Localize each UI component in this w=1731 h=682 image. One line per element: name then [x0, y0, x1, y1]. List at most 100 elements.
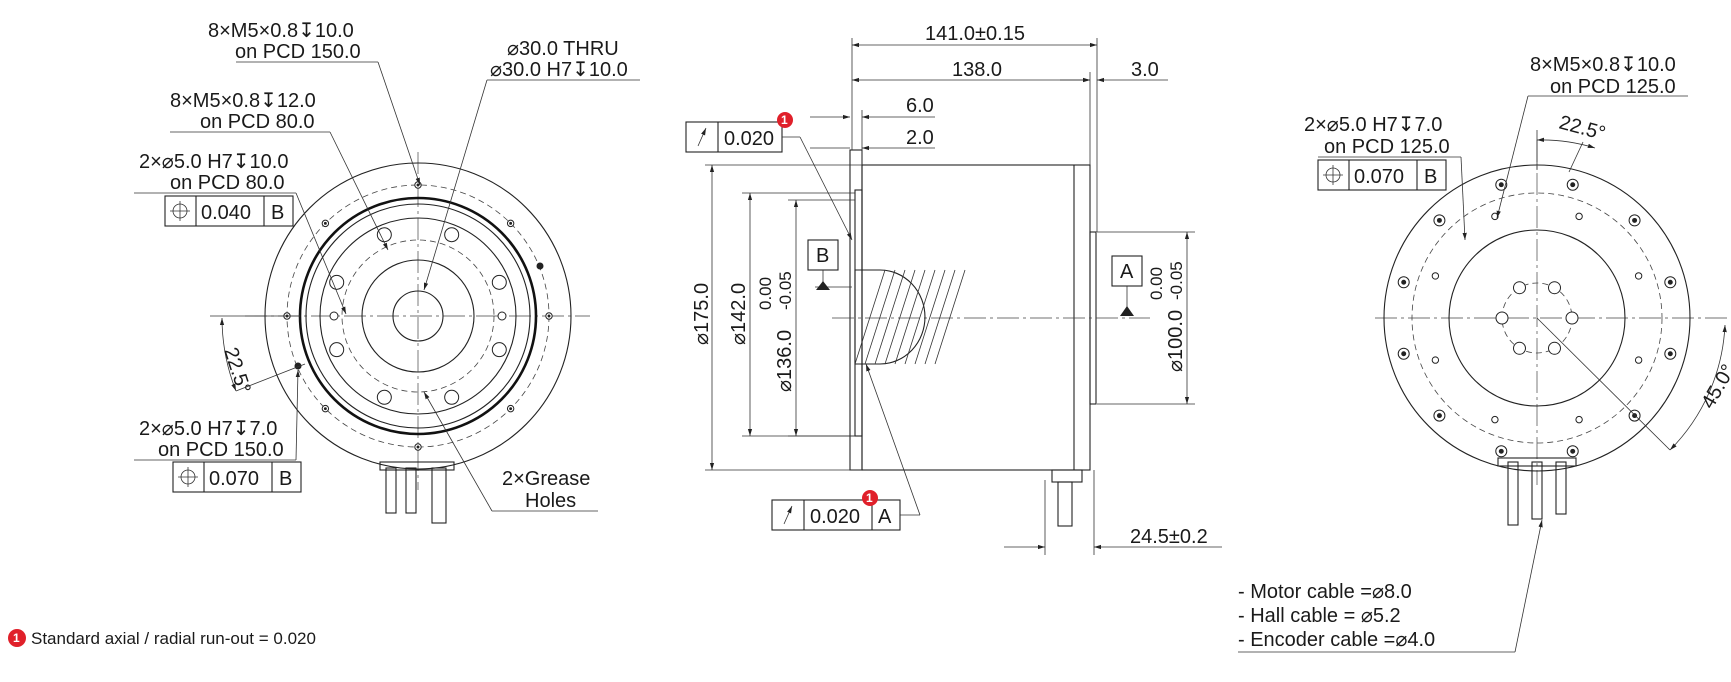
front-thread-hole-center: [509, 221, 513, 225]
side-annotations: 141.0±0.15 138.0 3.0 6.0 2.0 0.020 1: [685, 23, 1222, 555]
footnote: 1 Standard axial / radial run-out = 0.02…: [8, 629, 316, 648]
datum-b: B: [807, 239, 852, 290]
rear-center-hole: [1548, 281, 1561, 295]
front-bolt-hole: [329, 274, 345, 290]
rear-center-hole: [1495, 311, 1509, 325]
pin-pcd80-line1: 2×⌀5.0 H7↧10.0: [139, 151, 288, 173]
thread-pcd125-line2: on PCD 125.0: [1550, 76, 1676, 98]
hatch-line: [874, 269, 906, 365]
cable-hall: - Hall cable = ⌀5.2: [1238, 605, 1401, 627]
front-thread-hole-center: [509, 407, 513, 411]
rear-thread-hole: [1634, 356, 1643, 364]
front-pin-hole: [329, 311, 339, 321]
front-thread-hole-center: [416, 183, 420, 187]
grease-hole: [536, 262, 544, 270]
hatch-line: [904, 269, 936, 365]
rear-thread-hole: [1634, 272, 1643, 280]
side-view: [832, 149, 1150, 527]
rear-angle: 22.5°: [1557, 112, 1608, 145]
rear-bolt-hole-center: [1667, 279, 1673, 285]
fcf-pcd125-value: 0.070: [1354, 166, 1404, 188]
datum-b-label: B: [816, 245, 829, 267]
pin-pcd150-line1: 2×⌀5.0 H7↧7.0: [139, 418, 277, 440]
rear-center-hole: [1513, 341, 1526, 355]
rear-bolt-hole-center: [1498, 448, 1504, 454]
runout-bottom-value: 0.020: [810, 506, 860, 528]
body-length: 138.0: [952, 59, 1002, 81]
rear-bolt-hole-center: [1667, 351, 1673, 357]
datum-a: A: [1111, 255, 1143, 316]
thru-hole-line2: ⌀30.0 H7↧10.0: [490, 59, 628, 81]
overall-length: 141.0±0.15: [925, 23, 1025, 45]
fcf-position-pcd150: 0.070 B: [172, 461, 302, 493]
rear-center-hole: [1565, 311, 1579, 325]
pin-pcd125-line1: 2×⌀5.0 H7↧7.0: [1304, 114, 1442, 136]
front-thread-hole-center: [547, 314, 551, 318]
pin-pcd150-line2: on PCD 150.0: [158, 439, 284, 461]
rear-bolt-hole-center: [1570, 182, 1576, 188]
rear-center-hole: [1513, 281, 1526, 295]
hatch-line: [894, 269, 926, 365]
dia-142: ⌀142.0: [728, 283, 750, 345]
front-bolt-hole: [491, 274, 507, 290]
hatch-line: [864, 269, 896, 365]
hatch-line: [914, 269, 946, 365]
rear-center-hole: [1548, 341, 1561, 355]
step-1: 6.0: [906, 95, 934, 117]
front-thread-hole-center: [323, 221, 327, 225]
front-bolt-hole: [444, 227, 460, 243]
dia-100-tol-lower: -0.05: [1167, 261, 1186, 300]
runout-top-badge: 1: [781, 113, 788, 127]
footnote-text: Standard axial / radial run-out = 0.020: [31, 629, 316, 648]
rear-thread-hole: [1575, 415, 1583, 424]
rear-thread-hole: [1431, 272, 1440, 280]
front-bolt-hole: [444, 389, 460, 405]
hatch-line: [924, 269, 956, 365]
runout-top-value: 0.020: [724, 128, 774, 150]
pin-pcd125-line2: on PCD 125.0: [1324, 136, 1450, 158]
fcf-pcd150-value: 0.070: [209, 468, 259, 490]
fcf-runout-bottom: 0.020 A 1: [771, 363, 921, 531]
rear-bolt-hole-center: [1436, 217, 1442, 223]
rear-bolt-hole-center: [1498, 182, 1504, 188]
front-annotations: 8×M5×0.8↧10.0 on PCD 150.0 ⌀30.0 THRU ⌀3…: [134, 20, 640, 512]
fcf-pcd80-value: 0.040: [201, 202, 251, 224]
rear-bolt-hole-center: [1401, 279, 1407, 285]
flange-gap: 3.0: [1131, 59, 1159, 81]
front-pin-hole: [497, 311, 507, 321]
runout-bottom-datum: A: [878, 506, 892, 528]
pin-pcd80-line2: on PCD 80.0: [170, 172, 285, 194]
rear-thread-hole: [1575, 212, 1583, 221]
rear-thread-hole: [1491, 415, 1499, 424]
fcf-pcd125-datum: B: [1424, 166, 1437, 188]
side-hatch: [854, 269, 966, 365]
thread-pcd150-line1: 8×M5×0.8↧10.0: [208, 20, 354, 42]
dia-100: ⌀100.0: [1165, 310, 1187, 372]
dia-136-tol-upper: 0.00: [756, 277, 775, 310]
hatch-line: [884, 269, 916, 365]
footnote-badge: 1: [13, 631, 20, 645]
dia-175: ⌀175.0: [691, 283, 713, 345]
hatch-line: [934, 269, 966, 365]
rear-bolt-hole-center: [1401, 351, 1407, 357]
runout-bottom-badge: 1: [866, 491, 873, 505]
step-2: 2.0: [906, 127, 934, 149]
fcf-pcd150-datum: B: [279, 468, 292, 490]
thread-pcd125-line1: 8×M5×0.8↧10.0: [1530, 54, 1676, 76]
front-bolt-hole: [491, 342, 507, 358]
rear-angle-45: 45.0°: [1697, 361, 1731, 413]
rear-holes: [1397, 178, 1677, 458]
thru-hole-line1: ⌀30.0 THRU: [507, 38, 619, 60]
front-bolt-hole: [376, 227, 392, 243]
front-bolt-hole: [329, 342, 345, 358]
rear-view: [1375, 140, 1728, 526]
front-thread-hole-center: [323, 407, 327, 411]
datum-a-label: A: [1120, 261, 1134, 283]
cable-length: 24.5±0.2: [1130, 526, 1208, 548]
cable-motor: - Motor cable =⌀8.0: [1238, 581, 1412, 603]
grease-line1: 2×Grease: [502, 468, 590, 490]
front-bolt-hole: [376, 389, 392, 405]
fcf-pcd80-datum: B: [271, 202, 284, 224]
hatch-line: [854, 269, 886, 365]
